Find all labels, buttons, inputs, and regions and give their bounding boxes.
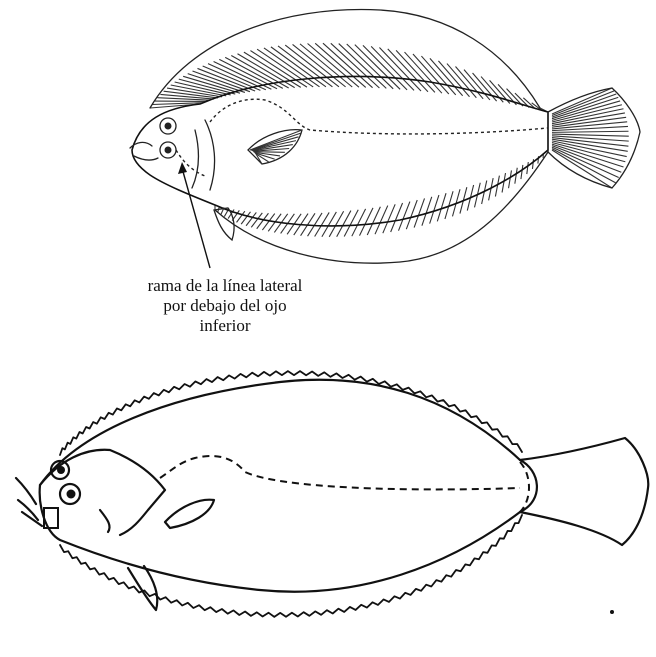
dorsal-fin-ray (323, 43, 373, 87)
dorsal-fin-ray (430, 58, 463, 95)
bottom-speck (610, 610, 614, 614)
caudal-fin-ray (552, 88, 612, 114)
dorsal-fin-ray (447, 64, 476, 98)
top-fish-upper-pupil (165, 123, 172, 130)
dorsal-fin-ray (271, 47, 326, 87)
annotation-line-1: rama de la línea lateral (90, 276, 360, 296)
anal-fin-ray (527, 162, 528, 174)
top-lateral-line (210, 99, 548, 134)
dorsal-fin-ray (238, 54, 295, 88)
bottom-fish-mouth (16, 478, 42, 526)
anal-fin-ray (322, 212, 336, 237)
anal-fin-ray (398, 202, 409, 231)
dorsal-fin-ray (300, 44, 352, 87)
anal-fin-ray (337, 211, 351, 237)
anal-fin-ray (251, 213, 262, 227)
dorsal-fin-ray (371, 46, 414, 90)
anal-fin-ray (344, 210, 358, 237)
dorsal-fin-ray (231, 55, 288, 87)
top-fish-lower-pupil (165, 147, 172, 154)
anal-fin-ray (246, 212, 256, 225)
bottom-caudal-fin (520, 438, 648, 545)
dorsal-fin-ray (363, 45, 407, 89)
pectoral-fin-ray (254, 152, 285, 153)
anal-fin-ray (383, 204, 395, 233)
caudal-fin-ray (552, 146, 621, 173)
top-caudal-fin-rays (552, 88, 629, 188)
lateral-line-annotation: rama de la línea lateral por debajo del … (90, 276, 360, 336)
pectoral-fin-ray (251, 137, 298, 150)
bottom-lateral-line (160, 456, 520, 489)
anal-fin-ray (515, 168, 517, 184)
anal-fin-ray (391, 203, 403, 232)
dorsal-fin-ray (293, 44, 346, 86)
anal-fin-ray (315, 212, 330, 236)
dorsal-fin-ray (355, 45, 400, 90)
dorsal-fin-ray (244, 52, 301, 87)
top-fish-illustration (130, 10, 640, 268)
anal-fin-ray (521, 165, 523, 179)
caudal-fin-ray (552, 101, 620, 120)
bottom-pectoral-fin (165, 500, 214, 528)
top-dorsal-fin-rays (150, 43, 548, 112)
anal-fin-ray (367, 207, 380, 235)
anal-fin-ray (509, 170, 512, 188)
bottom-caudal-peduncle-line (520, 462, 529, 512)
annotation-line-3: inferior (90, 316, 360, 336)
bottom-fish-lower-pupil (67, 490, 76, 499)
annotation-pointer-line (182, 168, 210, 268)
top-fish-operculum (192, 120, 215, 190)
dorsal-fin-ray (315, 43, 366, 87)
dorsal-fin-ray (438, 61, 469, 97)
caudal-fin-ray (552, 126, 628, 130)
annotation-pointer-arrowhead (178, 162, 187, 174)
top-caudal-fin (548, 88, 640, 188)
anal-fin-ray (352, 209, 366, 236)
dorsal-fin-ray (308, 43, 359, 87)
top-anal-fin-edge (215, 152, 548, 263)
anal-fin-ray (375, 206, 388, 235)
bottom-fish-illustration (16, 371, 648, 617)
anal-fin-ray (360, 208, 373, 236)
annotation-line-2: por debajo del ojo (90, 296, 360, 316)
anal-fin-ray (532, 159, 533, 169)
dorsal-fin-ray (455, 66, 483, 98)
anal-fin-ray (329, 211, 343, 237)
bottom-fish-cheek (100, 510, 110, 532)
caudal-fin-ray (552, 131, 629, 132)
caudal-fin-ray (552, 134, 629, 136)
top-pelvic-fin (214, 208, 234, 240)
bottom-fish-upper-pupil (57, 466, 65, 474)
